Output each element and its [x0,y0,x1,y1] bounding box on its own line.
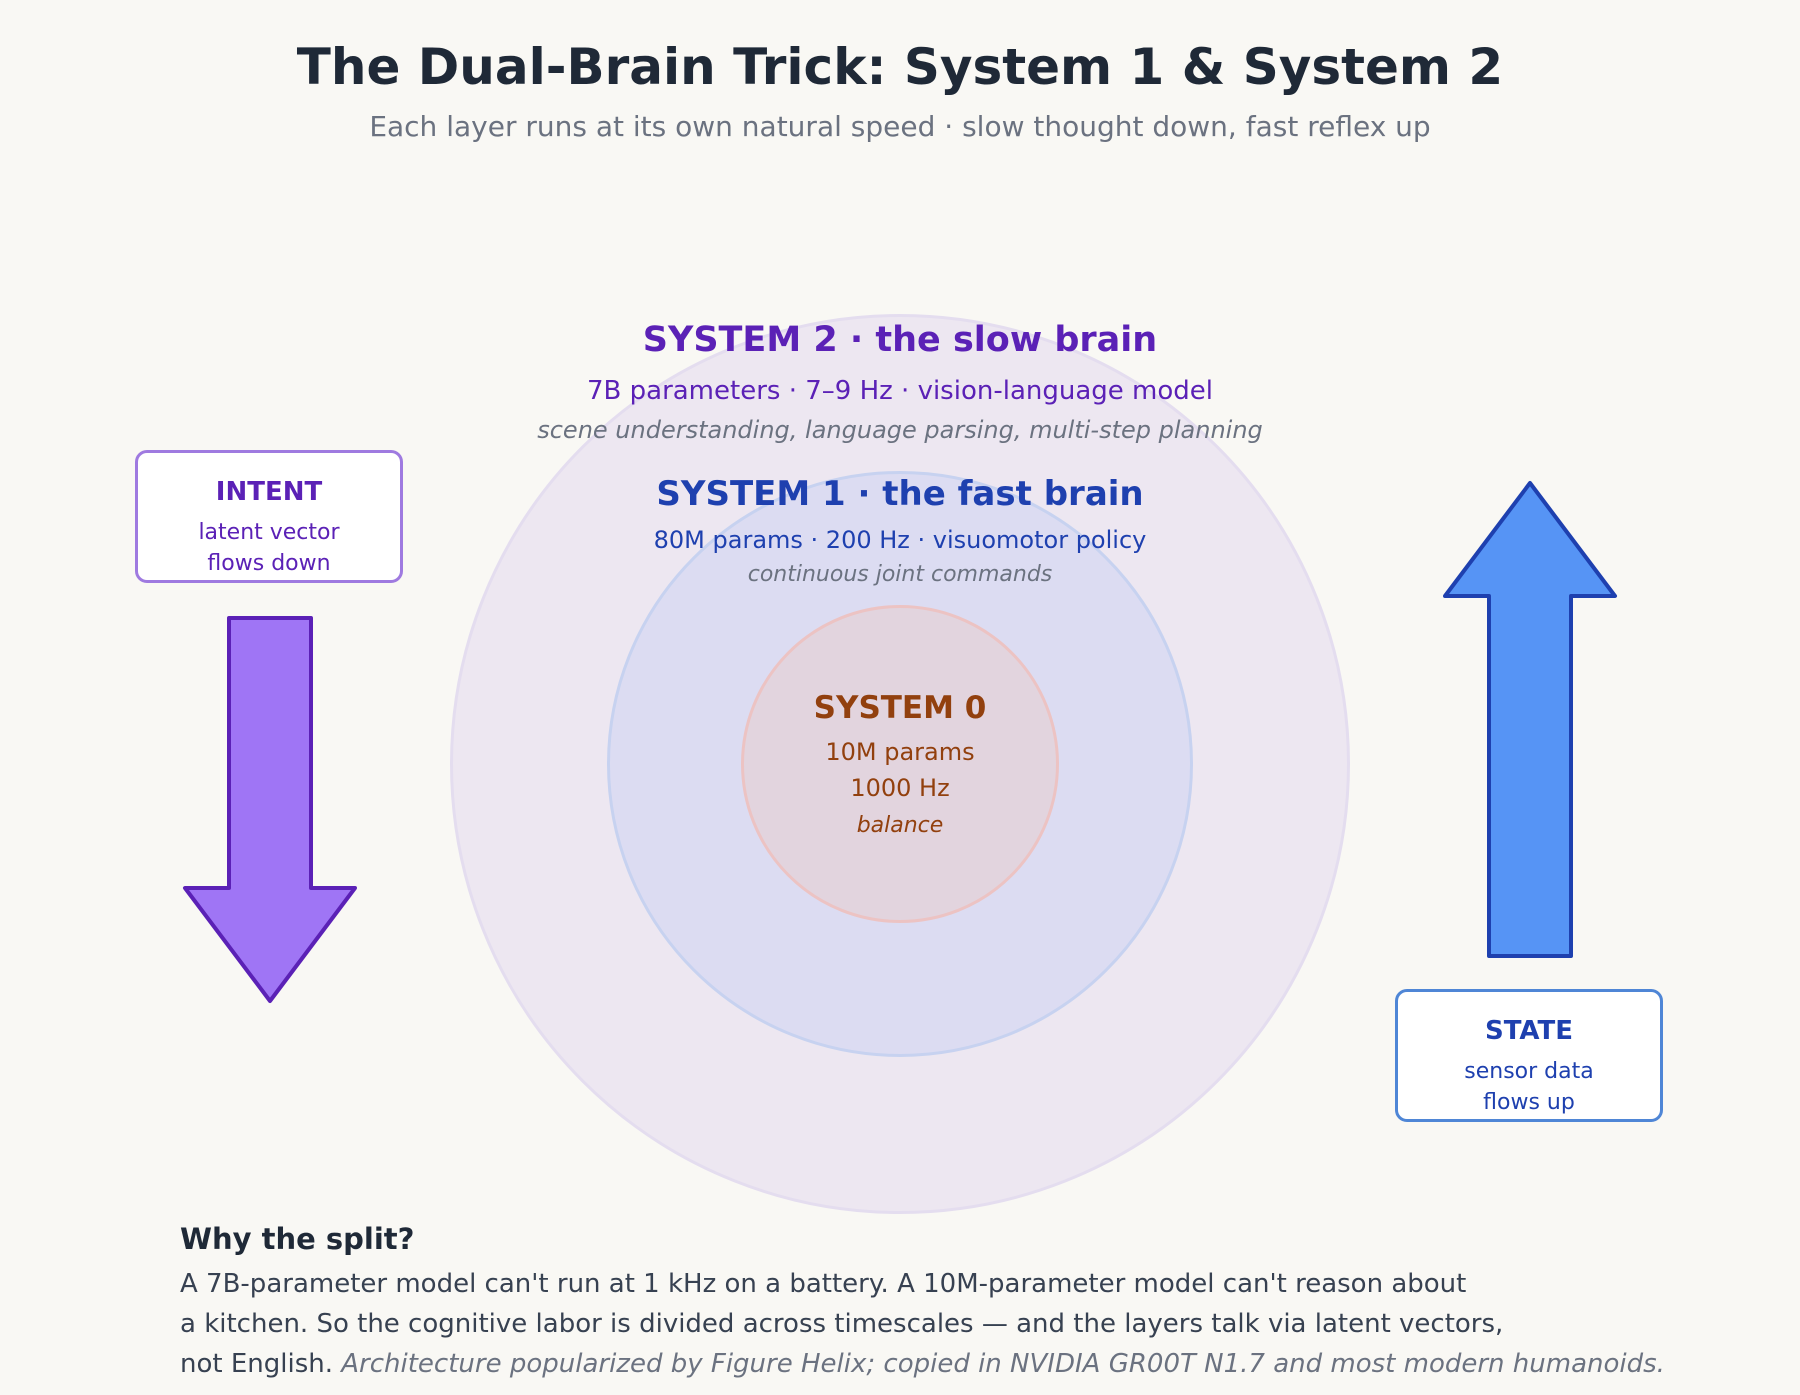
system2-title: SYSTEM 2 · the slow brain [642,320,1158,360]
footer-line-3-wrap: not English. Architecture popularized by… [180,1344,1740,1384]
intent-box: INTENT latent vector flows down [135,450,403,583]
footer-line-1: A 7B-parameter model can't run at 1 kHz … [180,1269,1467,1299]
state-box: STATE sensor data flows up [1395,989,1663,1122]
footer-line-2: a kitchen. So the cognitive labor is div… [180,1309,1504,1339]
intent-line-2: flows down [207,551,331,576]
footer-paragraph: A 7B-parameter model can't run at 1 kHz … [180,1264,1740,1384]
system1-specs: 80M params · 200 Hz · visuomotor policy [653,526,1147,554]
footer-note: Architecture popularized by Figure Helix… [341,1349,1665,1379]
system0-title: SYSTEM 0 [813,690,987,726]
intent-line-1: latent vector [198,520,340,545]
system0-params: 10M params [825,738,975,766]
system0-ring [741,605,1059,923]
system1-title: SYSTEM 1 · the fast brain [656,474,1144,514]
system2-description: scene understanding, language parsing, m… [537,416,1263,444]
footer-heading: Why the split? [180,1222,415,1256]
system2-specs: 7B parameters · 7–9 Hz · vision-language… [586,376,1213,406]
system1-description: continuous joint commands [747,562,1053,587]
state-line-2: flows up [1483,1090,1575,1115]
state-up-arrow-icon [1443,481,1617,958]
state-line-1: sensor data [1464,1059,1594,1084]
footer-line-3: not English. [180,1349,333,1379]
page-subtitle: Each layer runs at its own natural speed… [369,110,1431,143]
system0-description: balance [856,813,944,838]
page-title: The Dual-Brain Trick: System 1 & System … [296,38,1504,96]
state-title: STATE [1484,1016,1574,1046]
intent-down-arrow-icon [183,616,357,1003]
intent-title: INTENT [215,477,323,507]
system0-rate: 1000 Hz [850,774,950,802]
